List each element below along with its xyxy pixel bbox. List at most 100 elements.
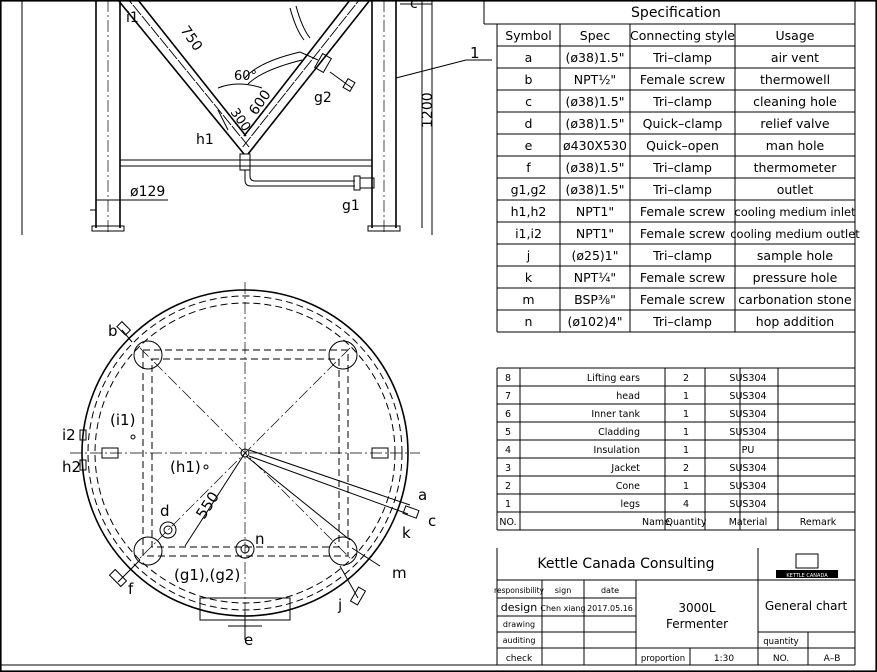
label-g1-g2: (g1),(g2) [174,566,240,584]
bom-header: Remark [800,517,837,528]
spec-cell: m [522,292,534,307]
spec-cell: Tri–clamp [652,248,712,263]
spec-cell: (ø38)1.5" [566,116,625,131]
spec-cell: man hole [766,138,825,153]
spec-cell: thermometer [754,160,838,175]
spec-header: Symbol [505,28,552,43]
bom-cell: legs [621,499,641,510]
bom-header: NO. [499,517,516,528]
spec-cell: Tri–clamp [652,182,712,197]
scale-value: 1:30 [714,654,734,664]
top-view: b (i1) i2 h2 (h1) d 550 n (g1),(g2) f e … [62,282,436,649]
bom-cell: SUS304 [729,463,766,474]
bom-cell: Jacket [610,463,640,474]
drawing-number: A–B [824,654,841,664]
spec-cell: Quick–open [646,138,719,153]
label-f: f [128,580,134,598]
label-g1: g1 [342,198,360,214]
label-j: j [337,596,342,614]
spec-cell: Tri–clamp [652,94,712,109]
label-h1: h1 [196,132,214,148]
label-i2: i2 [62,426,76,444]
bom-cell: 5 [505,427,511,438]
label-c: c [428,512,436,530]
bom-cell: Insulation [594,445,640,456]
spec-cell: cooling medium outlet [730,227,860,241]
drawing-type: General chart [765,599,848,613]
spec-cell: Female screw [640,292,725,307]
bom-cell: 1 [683,427,689,438]
spec-header: Spec [580,28,611,43]
bom-cell: SUS304 [729,427,766,438]
product-name: Fermenter [666,617,728,631]
spec-cell: Female screw [640,226,725,241]
spec-cell: f [526,160,531,175]
label-e: e [244,631,253,649]
spec-cell: e [525,138,533,153]
spec-cell: Tri–clamp [652,314,712,329]
spec-cell: Female screw [640,270,725,285]
label-number: NO. [773,654,789,664]
spec-cell: (ø38)1.5" [566,182,625,197]
bom-header: Material [729,517,768,528]
bom-cell: 1 [505,499,511,510]
label-angle-60: 60° [234,69,257,84]
spec-cell: carbonation stone [738,292,852,307]
label-h2: h2 [62,458,81,476]
label-dim-129: ø129 [130,184,165,200]
bom-cell: 2 [505,481,511,492]
label-i1: i1 [126,10,139,26]
label-auditing: auditing [503,636,536,645]
label-date: date [601,586,619,595]
label-b: b [108,322,118,340]
spec-cell: a [525,50,533,65]
bom-cell: Inner tank [591,409,640,420]
bom-cell: 4 [505,445,511,456]
spec-header: Connecting style [630,28,735,43]
spec-cell: thermowell [760,72,830,87]
bom-cell: 1 [683,481,689,492]
bom-cell: SUS304 [729,409,766,420]
spec-title: Specification [631,5,721,21]
bom-header: Quantity [665,517,706,528]
spec-cell: i1,i2 [515,226,542,241]
label-design: design [501,601,538,614]
spec-cell: g1,g2 [511,182,547,197]
spec-cell: pressure hole [753,270,838,285]
spec-cell: ø430X530 [563,138,627,153]
bom-cell: Cladding [598,427,640,438]
spec-cell: (ø25)1" [571,248,618,263]
spec-cell: sample hole [757,248,833,263]
spec-cell: NPT1" [576,204,614,219]
bom-cell: 1 [683,445,689,456]
spec-cell: d [525,116,533,131]
cone-hatching [128,0,360,148]
label-m: m [392,564,407,582]
label-quantity: quantity [763,637,798,647]
spec-cell: (ø102)4" [568,314,623,329]
spec-cell: air vent [771,50,819,65]
label-part-1: 1 [470,44,480,62]
spec-cell: Female screw [640,204,725,219]
spec-cell: c [525,94,532,109]
label-dim-1200: 1200 [420,92,436,128]
spec-cell: (ø38)1.5" [566,160,625,175]
bom-cell: 8 [505,373,511,384]
spec-cell: Female screw [640,72,725,87]
bom-cell: 2 [683,463,689,474]
bom-cell: 3 [505,463,511,474]
label-sign: sign [555,586,572,595]
label-dim-750: 750 [177,23,205,54]
spec-cell: NPT½" [574,72,616,87]
bom-cell: head [616,391,640,402]
label-g2: g2 [314,90,332,106]
spec-cell: (ø38)1.5" [566,50,625,65]
spec-cell: h1,h2 [511,204,547,219]
label-d: d [160,502,170,520]
design-date: 2017.05.16 [587,604,633,613]
label-n: n [255,530,265,548]
spec-header: Usage [776,28,815,43]
